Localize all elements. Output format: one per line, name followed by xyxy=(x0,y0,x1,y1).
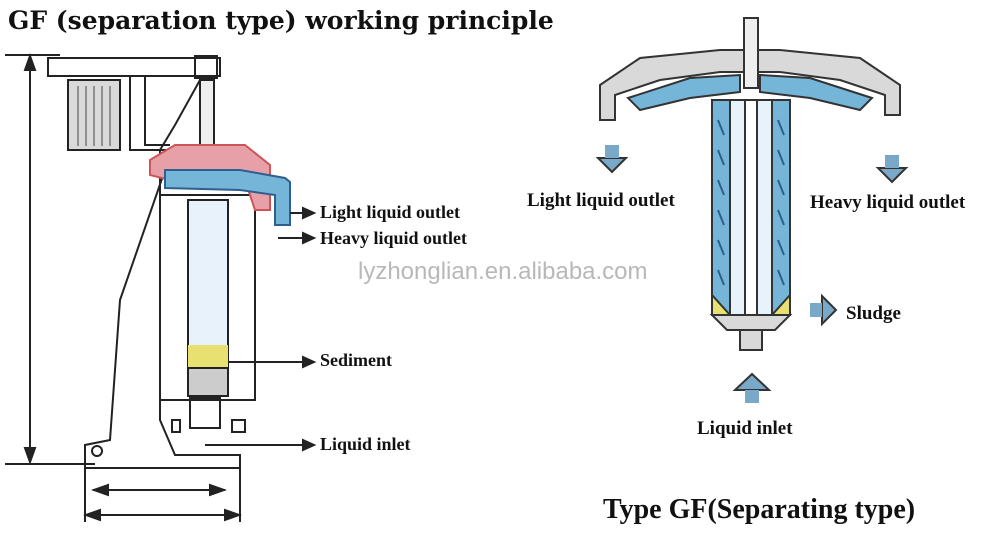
foot-bolt xyxy=(91,445,103,457)
rotor-tube xyxy=(187,199,229,371)
right-heavy-outlet-label: Heavy liquid outlet xyxy=(810,192,966,213)
inlet-arrow xyxy=(732,372,772,391)
heavy-outlet-arrow xyxy=(875,167,909,184)
light-outlet-label: Light liquid outlet xyxy=(320,202,461,222)
top-frame xyxy=(47,57,221,77)
top-shaft xyxy=(743,17,759,89)
bowl-bottom xyxy=(709,314,793,331)
liquid-inlet-label: Liquid inlet xyxy=(320,434,411,454)
sediment-zone xyxy=(188,345,228,367)
inner-tube xyxy=(744,99,758,316)
right-machine xyxy=(595,17,909,403)
rotor-bottom xyxy=(187,367,229,397)
top-pulley xyxy=(194,55,218,79)
sludge-arrow xyxy=(821,293,838,327)
left-machine xyxy=(5,53,317,522)
sludge-label: Sludge xyxy=(846,303,901,324)
inlet-nozzles xyxy=(171,419,246,433)
frame-inner xyxy=(144,76,170,146)
height-arrow-bottom xyxy=(23,447,37,465)
left-diagram-title: GF (separation type) working principle xyxy=(8,6,554,35)
heavy-channel xyxy=(759,73,874,112)
heavy-outlet-label: Heavy liquid outlet xyxy=(320,228,468,248)
sediment-label: Sediment xyxy=(320,350,392,370)
height-arrow-top xyxy=(23,53,37,71)
watermark: lyzhonglian.en.alibaba.com xyxy=(358,258,648,285)
outlet-channel xyxy=(164,169,291,226)
bottom-nozzle xyxy=(739,329,763,351)
bowl-casing xyxy=(159,194,256,401)
right-light-outlet-label: Light liquid outlet xyxy=(527,190,675,211)
right-diagram-caption: Type GF(Separating type) xyxy=(603,494,916,525)
inlet-fitting xyxy=(189,397,221,429)
top-cap xyxy=(599,49,901,121)
right-liquid-inlet-label: Liquid inlet xyxy=(697,418,793,439)
light-channel xyxy=(626,73,741,112)
light-outlet-arrow xyxy=(595,157,629,174)
